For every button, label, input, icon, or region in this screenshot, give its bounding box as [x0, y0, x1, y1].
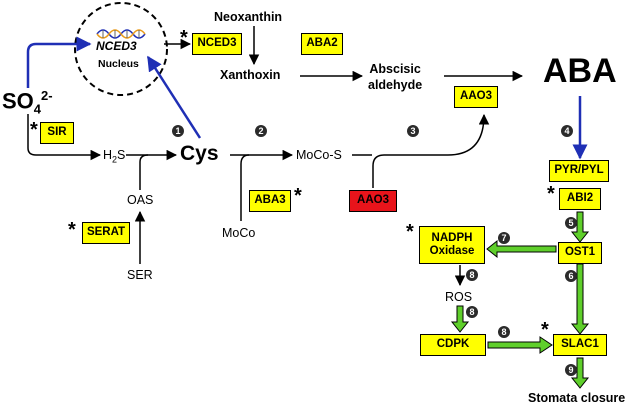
label-h2s: H2S: [103, 148, 126, 165]
arrow-moco-to-mocos: [240, 154, 250, 221]
step-2-marker: 2: [255, 125, 267, 137]
asterisk-slac1: *: [541, 319, 549, 341]
box-aao3-top: AAO3: [454, 86, 498, 108]
nucleus-circle: [74, 2, 168, 96]
step-1-marker: 1: [172, 125, 184, 137]
label-stomata-closure: Stomata closure: [528, 391, 626, 405]
box-aba3: ABA3: [249, 190, 291, 212]
step-7-marker: 7: [498, 232, 510, 244]
box-nced3: NCED3: [192, 33, 242, 55]
asterisk-abi2: *: [547, 183, 555, 205]
label-neoxanthin: Neoxanthin: [214, 10, 283, 24]
arrow-oas-to-cys: [139, 154, 149, 190]
arrow-ros-to-cdpk: [450, 305, 470, 333]
step-5-marker: 5: [565, 217, 577, 229]
arrow-abi2-to-ost1: [570, 211, 590, 243]
label-xanthoxin: Xanthoxin: [220, 68, 281, 82]
step-8-marker-b: 8: [466, 306, 478, 318]
box-pyr-pyl: PYR/PYL: [549, 160, 609, 182]
arrow-so4-to-nucleus: [26, 36, 92, 88]
label-ros: ROS: [445, 290, 473, 304]
asterisk-aba3: *: [294, 185, 302, 207]
arrow-so4-to-h2s: [27, 114, 102, 161]
asterisk-nadph: *: [406, 221, 414, 243]
arrow-slac1-to-stomata: [570, 357, 590, 389]
box-ost1: OST1: [558, 242, 602, 264]
dna-icon: [96, 29, 146, 39]
label-nucleus: Nucleus: [98, 58, 139, 70]
step-8-marker-c: 8: [498, 326, 510, 338]
box-aba2: ABA2: [301, 33, 343, 55]
label-so4: SO42-: [2, 88, 53, 117]
box-slac1: SLAC1: [553, 334, 607, 356]
label-cys: Cys: [180, 142, 219, 165]
arrow-cys-to-nucleus: [146, 55, 202, 139]
label-ser: SER: [127, 268, 153, 282]
asterisk-nced3: *: [180, 27, 188, 49]
arrow-ost1-to-slac1: [570, 263, 590, 335]
step-8-marker-a: 8: [466, 269, 478, 281]
asterisk-serat: *: [68, 219, 76, 241]
box-sir: SIR: [40, 122, 74, 144]
box-aao3-red: AAO3: [349, 190, 397, 212]
green-arrows: [450, 211, 590, 389]
arrow-aao3-activation: [372, 113, 490, 188]
box-cdpk: CDPK: [420, 334, 486, 356]
step-4-marker: 4: [561, 125, 573, 137]
arrow-cdpk-to-slac1: [487, 336, 553, 354]
step-6-marker: 6: [565, 270, 577, 282]
label-moco: MoCo: [222, 226, 256, 240]
step-3-marker: 3: [407, 125, 419, 137]
label-aba: ABA: [543, 52, 617, 90]
label-nced3-gene: NCED3: [96, 39, 137, 53]
box-abi2: ABI2: [559, 188, 601, 210]
arrow-ost1-to-nadph: [486, 239, 557, 259]
asterisk-sir: *: [30, 119, 38, 141]
step-9-marker: 9: [565, 364, 577, 376]
label-oas: OAS: [127, 193, 154, 207]
label-moco-s: MoCo-S: [296, 148, 342, 162]
box-serat: SERAT: [82, 222, 130, 244]
